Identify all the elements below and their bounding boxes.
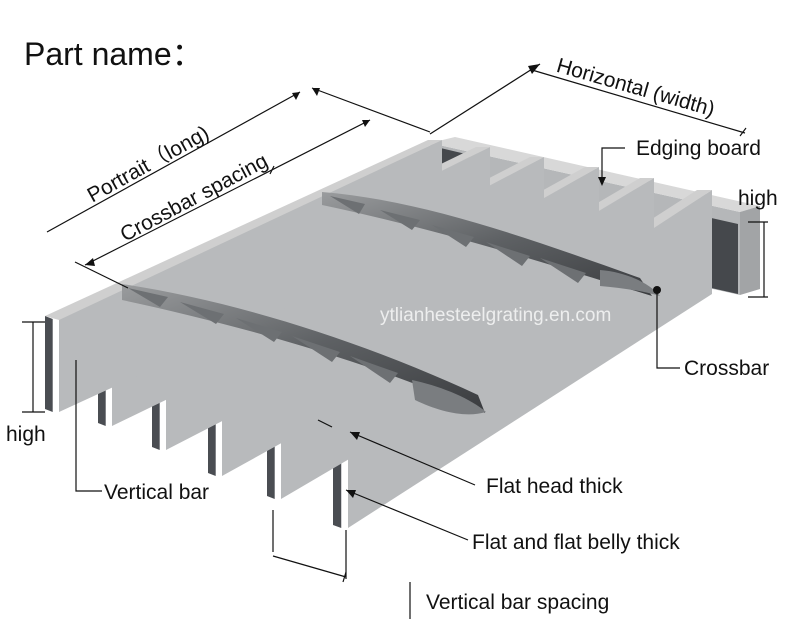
part-name-title: Part name： bbox=[24, 36, 204, 72]
high-right-label: high bbox=[738, 187, 778, 210]
arrowheads bbox=[85, 64, 661, 498]
vertical-bar-spacing-label: Vertical bar spacing bbox=[426, 591, 610, 614]
bearing-bars bbox=[45, 140, 712, 528]
twisted-crossbar-back bbox=[322, 192, 660, 296]
high-left-label: high bbox=[6, 423, 46, 446]
flat-belly-thick-label: Flat and flat belly thick bbox=[472, 531, 680, 554]
watermark: ytlianhesteelgrating.en.com bbox=[380, 305, 612, 326]
bearing-bar-top bbox=[45, 140, 442, 320]
vertical-bar-label: Vertical bar bbox=[104, 481, 210, 504]
dimension-lines bbox=[22, 63, 768, 619]
edging-board-label: Edging board bbox=[636, 137, 761, 160]
twisted-crossbar-front bbox=[122, 284, 486, 415]
crossbar-label: Crossbar bbox=[684, 357, 770, 380]
flat-head-thick-label: Flat head thick bbox=[486, 475, 623, 498]
bearing-bar-end bbox=[45, 316, 53, 412]
